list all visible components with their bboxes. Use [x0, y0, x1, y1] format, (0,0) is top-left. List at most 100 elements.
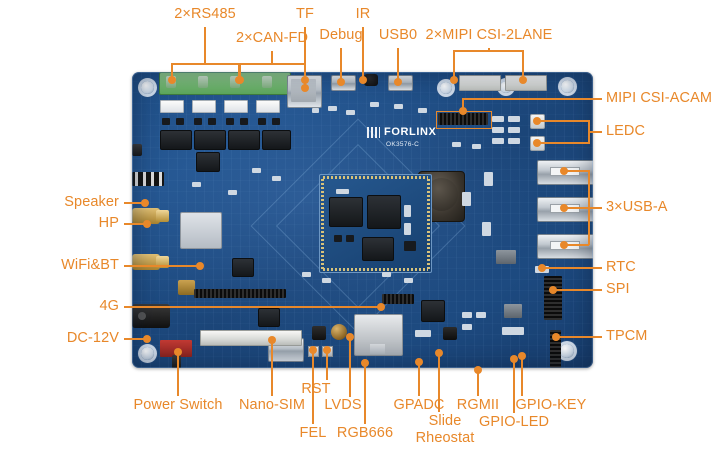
gpadc-connector	[312, 326, 326, 340]
speaker-connector	[132, 144, 142, 156]
isolation-ic	[160, 130, 192, 150]
callout-label-gpio-key: GPIO-KEY	[515, 397, 587, 413]
smd-component	[418, 108, 427, 113]
callout-label-fel: FEL	[299, 425, 327, 441]
smd-component	[370, 102, 379, 107]
callout-dot-rs485-a	[168, 76, 176, 84]
system-on-module	[319, 174, 432, 273]
callout-dot-4g	[377, 303, 385, 311]
mounting-hole	[141, 81, 154, 94]
callout-label-usba: 3×USB-A	[606, 199, 668, 215]
slide-rheostat	[331, 324, 347, 340]
callout-label-ledc: LEDC	[606, 123, 646, 139]
terminal-screw	[198, 76, 208, 88]
leader-line	[177, 352, 179, 396]
isolation-ic	[262, 130, 291, 150]
mounting-hole	[141, 347, 154, 360]
callout-label-rgb666: RGB666	[336, 425, 394, 441]
callout-label-power-switch: Power Switch	[133, 397, 223, 413]
smd-component	[226, 118, 234, 125]
rj45-latch	[370, 344, 385, 354]
smd-component	[508, 127, 520, 133]
smd-component	[176, 118, 184, 125]
leader-line	[564, 207, 589, 209]
callout-label-usb0: USB0	[378, 27, 418, 43]
audio-codec-chip	[196, 152, 220, 172]
usb-a-port-1	[537, 160, 593, 185]
smd-component	[336, 189, 349, 194]
mounting-hole	[440, 82, 452, 94]
callout-label-rheostat: Rheostat	[415, 430, 475, 446]
callout-label-canfd: 2×CAN-FD	[235, 30, 309, 46]
pmic-chip	[258, 308, 280, 327]
smd-component	[192, 182, 201, 187]
leader-line	[537, 120, 589, 122]
smd-component	[492, 138, 504, 144]
leader-line	[238, 63, 240, 79]
leader-line	[553, 289, 602, 291]
smd-component	[508, 116, 520, 122]
callout-label-4g: 4G	[99, 298, 119, 314]
smd-component	[252, 168, 261, 173]
isolator-component	[256, 100, 280, 113]
wifi-bt-module	[180, 212, 222, 249]
smd-component	[508, 138, 520, 144]
leader-line	[438, 353, 440, 412]
callout-label-spi: SPI	[606, 281, 630, 297]
leader-line	[462, 98, 464, 111]
callout-label-mipi-csi-acam: MIPI CSI-ACAM	[606, 90, 713, 106]
wifi-antenna-connector	[132, 208, 160, 224]
callout-dot-dc12v	[143, 335, 151, 343]
leader-line	[271, 51, 273, 64]
leader-line	[542, 267, 602, 269]
smd-component	[404, 205, 411, 217]
brand-name: FORLINX	[384, 126, 437, 138]
smd-component	[492, 127, 504, 133]
callout-label-tpcm: TPCM	[606, 328, 648, 344]
callout-dot-mipicsi2lane-b	[519, 76, 527, 84]
callout-label-tf: TF	[296, 6, 314, 22]
smd-component	[476, 312, 486, 318]
emmc-chip	[362, 237, 394, 261]
smd-component	[208, 118, 216, 125]
leader-line	[124, 223, 146, 225]
smd-component	[194, 118, 202, 125]
leader-line	[239, 63, 241, 79]
callout-label-speaker: Speaker	[64, 194, 119, 210]
smd-component	[162, 118, 170, 125]
smd-component	[462, 312, 472, 318]
lvds-connector	[200, 330, 302, 346]
smd-component	[472, 144, 481, 149]
smd-component	[312, 108, 319, 113]
leader-bracket	[171, 63, 239, 65]
leader-line	[124, 338, 146, 340]
rgb666-header	[194, 289, 286, 298]
power-inductor	[178, 280, 195, 295]
phy-chip	[421, 300, 445, 322]
callout-dot-usb0	[394, 78, 402, 86]
smd-component	[502, 327, 524, 335]
smd-component	[462, 324, 472, 330]
isolator-component	[160, 100, 184, 113]
smd-component	[382, 272, 391, 277]
leader-line	[588, 131, 602, 133]
leader-line	[271, 340, 273, 396]
smd-component	[272, 118, 280, 125]
smd-component	[258, 118, 266, 125]
board-model: OK3576-C	[386, 141, 420, 148]
leader-line	[304, 27, 306, 87]
callout-label-ir: IR	[355, 6, 371, 22]
isolation-ic	[228, 130, 260, 150]
callout-dot-debug	[337, 78, 345, 86]
gpio-key-button	[443, 327, 457, 340]
callout-label-debug: Debug	[319, 27, 363, 43]
leader-line	[326, 350, 328, 380]
leader-line	[522, 50, 524, 78]
soc-chip	[367, 195, 401, 229]
callout-dot-wifibt	[196, 262, 204, 270]
smd-component	[452, 142, 461, 147]
smd-component	[394, 104, 403, 109]
isolator-component	[192, 100, 216, 113]
callout-label-lvds: LVDS	[324, 397, 362, 413]
